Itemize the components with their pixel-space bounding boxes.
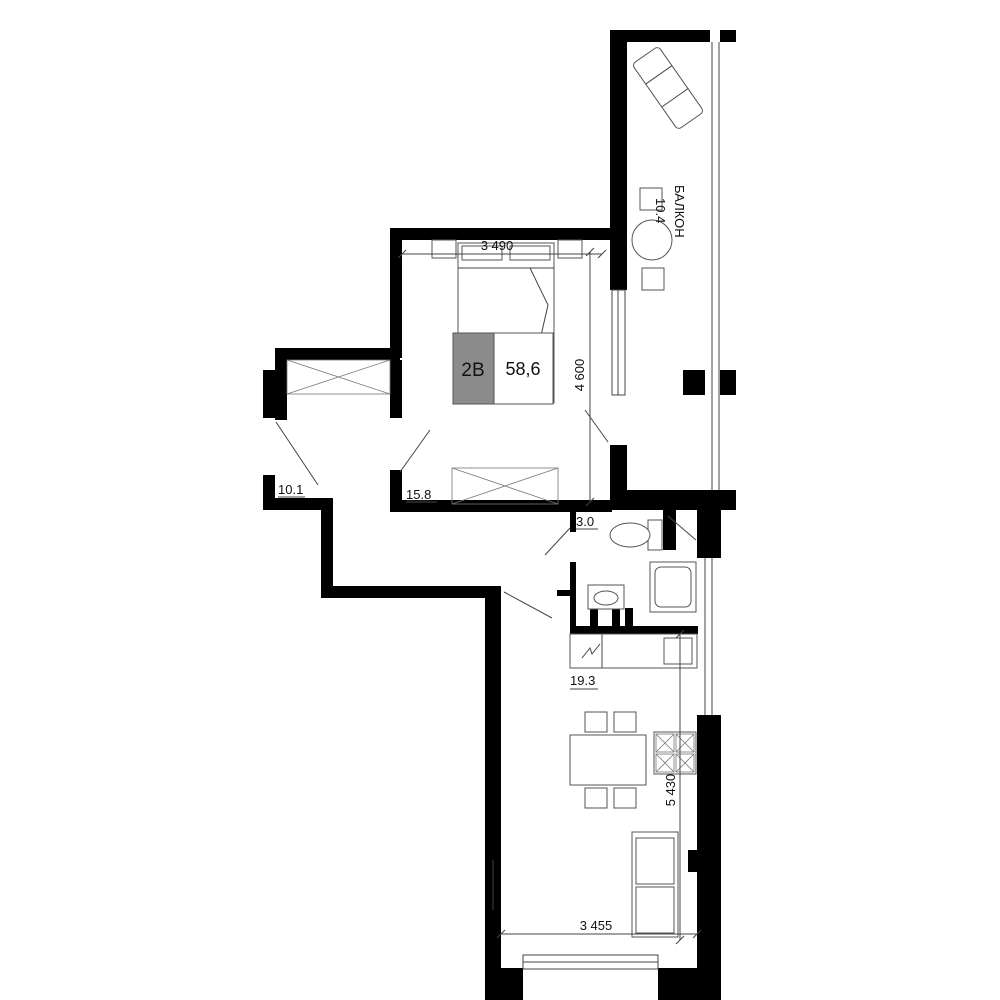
apartment-code: 2В (461, 360, 484, 381)
windows (492, 42, 720, 970)
chair-icon (639, 187, 663, 211)
door-swings (275, 409, 609, 619)
chair-icon (584, 711, 608, 733)
chair-icon (613, 711, 637, 733)
chair-icon (584, 787, 608, 809)
stove-icon (653, 731, 697, 775)
dining-table-icon (569, 734, 647, 786)
nightstand-icon (431, 239, 457, 259)
round-table-icon (631, 219, 673, 261)
apartment-badge: 2В 58,6 (452, 332, 554, 405)
lounge-chair-icon (633, 47, 703, 129)
room-labels: БАЛКОН 10.4 15.8 10.1 3.0 19.3 (278, 185, 687, 690)
hall-area: 10.1 (278, 482, 303, 497)
sink-icon (663, 637, 693, 665)
balcony-name: БАЛКОН (672, 185, 687, 238)
apartment-area-box (493, 332, 554, 405)
chair-icon (641, 267, 665, 291)
bathroom-fixtures (587, 515, 697, 613)
exterior-walls (263, 30, 736, 1000)
kitchen-width-label: 3 455 (580, 918, 613, 933)
sink-icon (587, 584, 625, 610)
shower-tray-icon (649, 561, 697, 613)
balcony-area: 10.4 (653, 198, 668, 223)
kitchen-length-label: 5 430 (663, 774, 678, 807)
hall-wardrobe-icon (286, 359, 391, 395)
bedroom-area: 15.8 (406, 487, 431, 502)
nightstand-icon (557, 239, 583, 259)
toilet-icon (609, 519, 663, 551)
apartment-total-area: 58,6 (505, 359, 540, 379)
dimension-labels: 3 490 4 600 5 430 3 455 (481, 238, 678, 933)
chair-icon (613, 787, 637, 809)
apartment-code-box (452, 332, 495, 405)
balcony-furniture (631, 47, 703, 291)
sofa-icon (631, 831, 679, 938)
bathroom-area: 3.0 (576, 514, 594, 529)
bedroom-depth-label: 4 600 (572, 359, 587, 392)
dimension-lines (397, 247, 702, 945)
bedroom-width-label: 3 490 (481, 238, 514, 253)
wardrobe-icon (451, 467, 559, 505)
kitchen-furniture (569, 633, 698, 938)
kitchen-living-area: 19.3 (570, 673, 595, 688)
